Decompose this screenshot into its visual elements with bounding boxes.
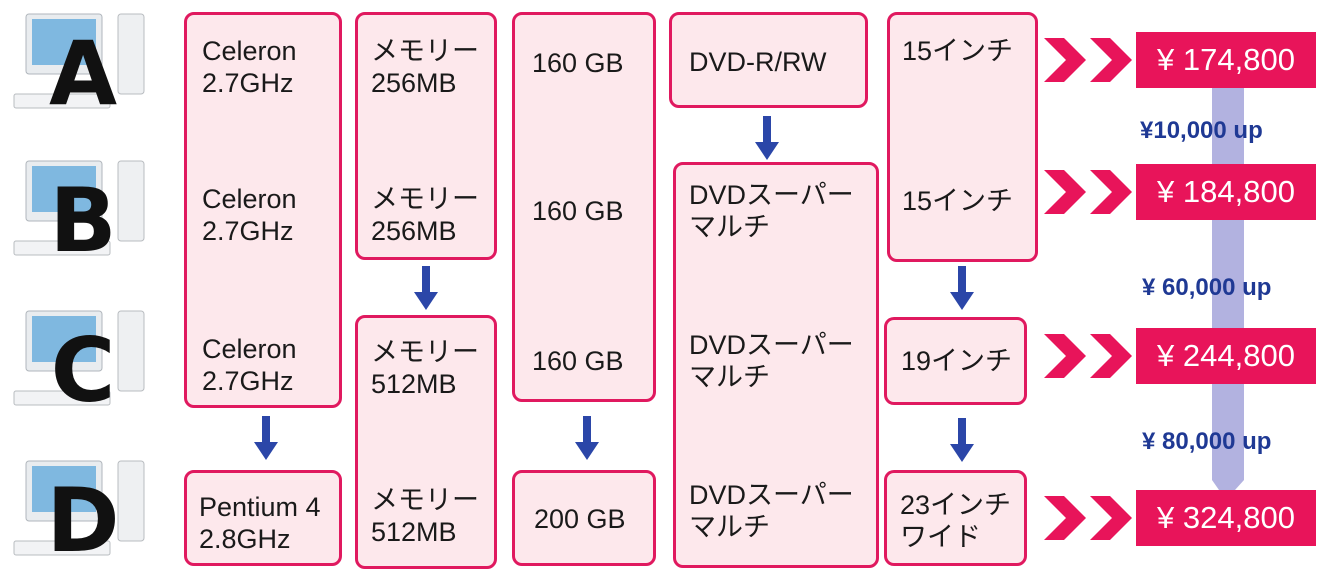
memory-size-c: 512MB xyxy=(371,369,457,399)
display-a: 15インチ xyxy=(902,36,1014,66)
computer-image-a: A xyxy=(13,13,145,118)
drive-box-a: DVD-R/RW xyxy=(669,12,868,108)
display-d-line2: ワイド xyxy=(900,522,981,552)
computer-image-d: D xyxy=(13,460,145,565)
down-arrow-icon-display-b xyxy=(950,266,974,310)
hdd-box-d: 200 GB xyxy=(512,470,656,566)
memory-label-b: メモリー xyxy=(371,184,479,214)
cpu-label-b: Celeron xyxy=(202,184,297,214)
cpu-speed-b: 2.7GHz xyxy=(202,216,294,246)
display-b: 15インチ xyxy=(902,186,1014,216)
cpu-speed-c: 2.7GHz xyxy=(202,366,294,396)
model-letter-a: A xyxy=(49,22,117,118)
hdd-a: 160 GB xyxy=(532,48,624,78)
display-box-ab: 15インチ 15インチ xyxy=(887,12,1038,262)
down-arrow-icon-memory xyxy=(414,266,438,310)
drive-a: DVD-R/RW xyxy=(689,47,827,77)
model-letter-b: B xyxy=(49,169,116,265)
memory-label-c: メモリー xyxy=(371,337,479,367)
computer-image-b: B xyxy=(13,160,145,265)
double-chevron-icon-a xyxy=(1044,38,1132,82)
price-c: ¥ 244,800 xyxy=(1136,328,1316,384)
memory-label-a: メモリー xyxy=(371,36,479,66)
display-d-line1: 23インチ xyxy=(900,490,1012,520)
memory-box-ab: メモリー 256MB メモリー 256MB xyxy=(355,12,497,260)
double-chevron-icon-c xyxy=(1044,334,1132,378)
down-arrow-icon-cpu xyxy=(254,416,278,460)
price-diff-b-c: ¥ 60,000 up xyxy=(1142,274,1272,301)
memory-size-a: 256MB xyxy=(371,68,457,98)
cpu-box-abc: Celeron 2.7GHz Celeron 2.7GHz Celeron 2.… xyxy=(184,12,342,408)
computer-image-c: C xyxy=(13,310,145,415)
cpu-label-a: Celeron xyxy=(202,36,297,66)
hdd-box-abc: 160 GB 160 GB 160 GB xyxy=(512,12,656,402)
down-arrow-icon-display-c xyxy=(950,418,974,462)
cpu-box-d: Pentium 4 2.8GHz xyxy=(184,470,342,566)
cpu-speed-d: 2.8GHz xyxy=(199,524,291,554)
memory-size-d: 512MB xyxy=(371,517,457,547)
memory-label-d: メモリー xyxy=(371,485,479,515)
memory-size-b: 256MB xyxy=(371,216,457,246)
drive-d-line1: DVDスーパー xyxy=(689,480,854,510)
hdd-d: 200 GB xyxy=(534,504,626,534)
down-arrow-icon-drive xyxy=(755,116,779,160)
drive-c-line1: DVDスーパー xyxy=(689,330,854,360)
model-letter-c: C xyxy=(51,319,116,415)
price-diff-c-d: ¥ 80,000 up xyxy=(1142,428,1272,455)
display-c: 19インチ xyxy=(901,346,1013,376)
cpu-speed-a: 2.7GHz xyxy=(202,68,294,98)
drive-c-line2: マルチ xyxy=(689,362,770,392)
display-box-d: 23インチ ワイド xyxy=(884,470,1027,566)
drive-b-line2: マルチ xyxy=(689,212,770,242)
down-arrow-icon-hdd xyxy=(575,416,599,460)
price-d: ¥ 324,800 xyxy=(1136,490,1316,546)
double-chevron-icon-d xyxy=(1044,496,1132,540)
price-b: ¥ 184,800 xyxy=(1136,164,1316,220)
display-box-c: 19インチ xyxy=(884,317,1027,405)
memory-box-cd: メモリー 512MB メモリー 512MB xyxy=(355,315,497,569)
hdd-c: 160 GB xyxy=(532,346,624,376)
double-chevron-icon-b xyxy=(1044,170,1132,214)
price-a: ¥ 174,800 xyxy=(1136,32,1316,88)
hdd-b: 160 GB xyxy=(532,196,624,226)
price-diff-a-b: ¥10,000 up xyxy=(1140,117,1263,144)
drive-d-line2: マルチ xyxy=(689,512,770,542)
drive-box-bcd: DVDスーパー マルチ DVDスーパー マルチ DVDスーパー マルチ xyxy=(673,162,879,568)
cpu-label-c: Celeron xyxy=(202,334,297,364)
model-letter-d: D xyxy=(46,469,119,565)
drive-b-line1: DVDスーパー xyxy=(689,180,854,210)
cpu-label-d: Pentium 4 xyxy=(199,492,321,522)
